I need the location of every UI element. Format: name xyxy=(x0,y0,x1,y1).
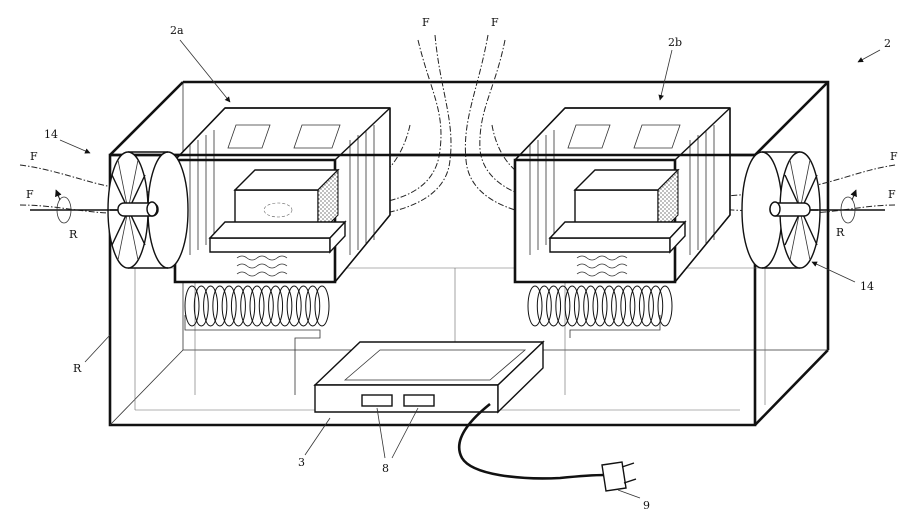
controller-button-1[interactable] xyxy=(362,395,392,406)
coil-left xyxy=(185,286,329,326)
coil-loop xyxy=(556,286,570,326)
coil-loop xyxy=(259,286,273,326)
coil-loop xyxy=(315,286,329,326)
coil-loop xyxy=(231,286,245,326)
coil-right xyxy=(528,286,672,326)
label-flow-top-left: F xyxy=(422,16,430,29)
coil-loop xyxy=(296,286,310,326)
coil-loop xyxy=(649,286,663,326)
coil-loop xyxy=(528,286,542,326)
label-fan-left: 14 xyxy=(44,128,58,141)
label-module-left: 2a xyxy=(170,24,184,37)
coil-loop xyxy=(250,286,264,326)
coil-loop xyxy=(593,286,607,326)
coil-loop xyxy=(612,286,626,326)
module-left xyxy=(175,108,390,282)
label-flow-left-lower: F xyxy=(26,188,34,201)
label-flow-right-upper: F xyxy=(890,150,898,163)
label-rot-right: R xyxy=(836,226,845,239)
coil-loop xyxy=(602,286,616,326)
fan-right xyxy=(742,152,885,268)
module-right xyxy=(515,108,730,282)
controller-button-2[interactable] xyxy=(404,395,434,406)
label-module-right: 2b xyxy=(668,36,682,49)
coil-loop xyxy=(194,286,208,326)
label-frame: R xyxy=(73,362,82,375)
coil-loop xyxy=(241,286,255,326)
label-fan-right: 14 xyxy=(860,280,874,293)
label-device: 2 xyxy=(884,37,891,50)
coil-loop xyxy=(269,286,283,326)
coil-loop xyxy=(547,286,561,326)
label-flow-right-lower: F xyxy=(888,188,896,201)
label-flow-left-upper: F xyxy=(30,150,38,163)
coil-loop xyxy=(621,286,635,326)
label-plug: 9 xyxy=(643,499,650,512)
power-cord xyxy=(459,404,636,491)
coil-loop xyxy=(537,286,551,326)
coil-loop xyxy=(287,286,301,326)
coil-loop xyxy=(213,286,227,326)
label-buttons: 8 xyxy=(382,462,389,475)
coil-loop xyxy=(306,286,320,326)
coil-loop xyxy=(185,286,199,326)
coil-loop xyxy=(639,286,653,326)
coil-loop xyxy=(278,286,292,326)
coil-loop xyxy=(630,286,644,326)
label-rot-left: R xyxy=(69,228,78,241)
label-controller: 3 xyxy=(298,456,305,469)
coil-loop xyxy=(222,286,236,326)
coil-loop xyxy=(584,286,598,326)
coil-loop xyxy=(565,286,579,326)
label-flow-top-right: F xyxy=(491,16,499,29)
controller-unit xyxy=(315,342,543,412)
coil-loop xyxy=(574,286,588,326)
coil-loop xyxy=(204,286,218,326)
